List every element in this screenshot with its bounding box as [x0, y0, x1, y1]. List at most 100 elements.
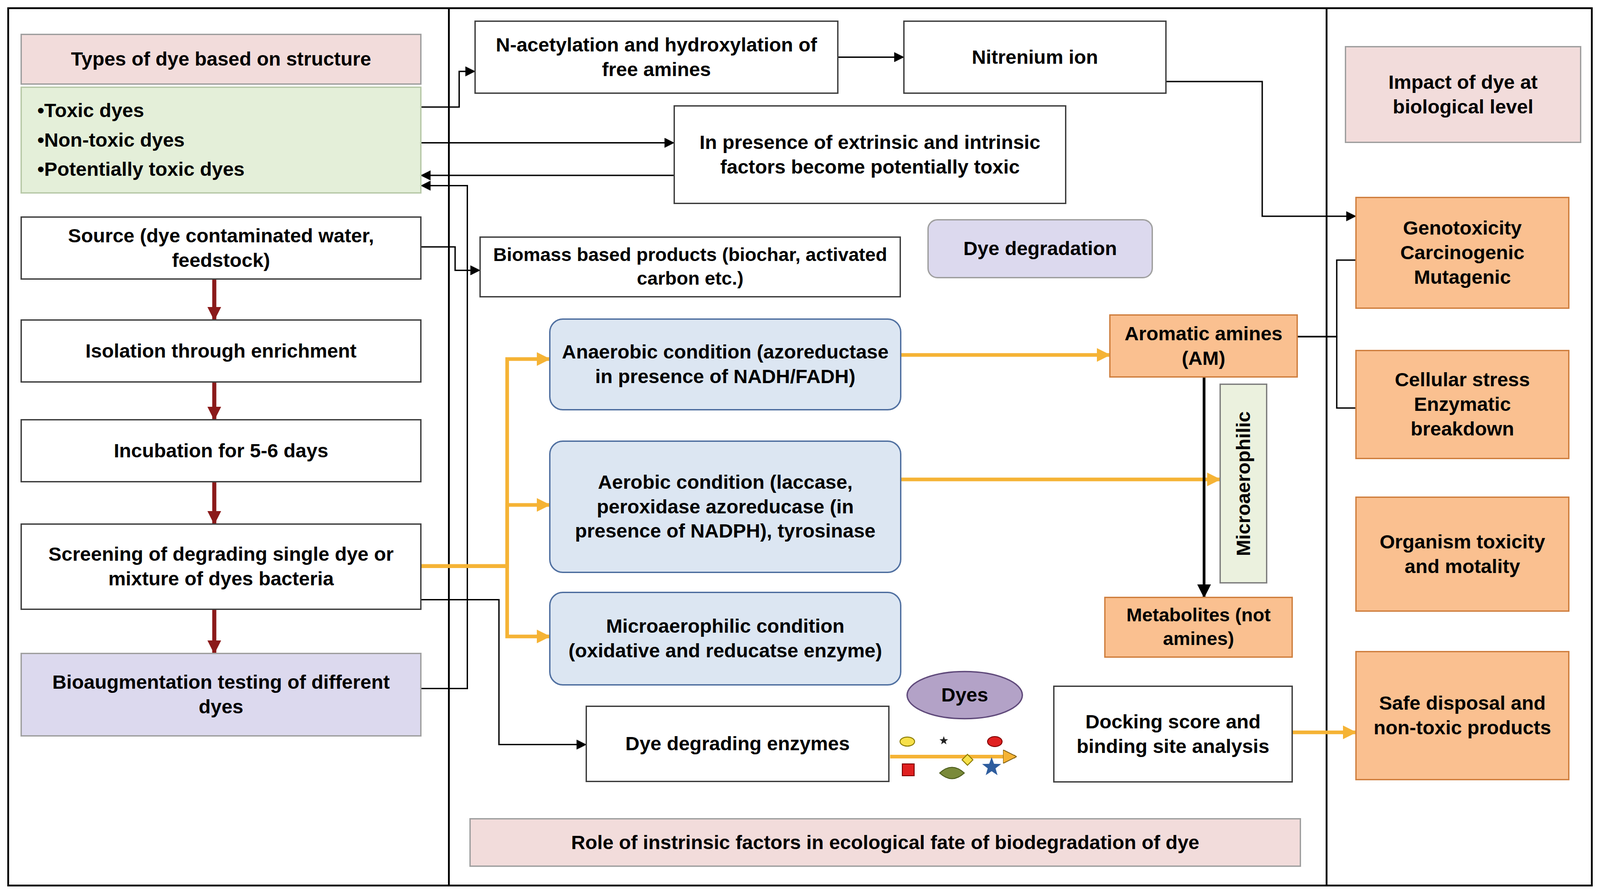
dye-particle	[902, 764, 915, 777]
process-box: N-acetylation and hydroxylation of free …	[474, 20, 839, 94]
node-text: Impact of dye at biological level	[1353, 70, 1573, 120]
text-group: Nitrenium ion	[971, 45, 1098, 70]
header-box: Impact of dye at biological level	[1344, 46, 1582, 144]
text-group: Aerobic condition (laccase, peroxidase a…	[557, 470, 893, 544]
text-group: Microaerophilic condition (oxidative and…	[557, 614, 893, 664]
text-group: In presence of extrinsic and intrinsic f…	[682, 130, 1058, 180]
text-group: Genotoxicity Carcinogenic Mutagenic	[1363, 216, 1561, 290]
node-text: Isolation through enrichment	[85, 339, 357, 364]
process-box: Isolation through enrichment	[20, 319, 422, 383]
connector	[212, 482, 217, 524]
panel-divider	[1325, 8, 1328, 886]
connector	[1166, 81, 1356, 217]
node-text: Incubation for 5-6 days	[113, 438, 329, 464]
text-group: Screening of degrading single dye or mix…	[29, 542, 413, 592]
impact-box: Safe disposal and non-toxic products	[1355, 651, 1570, 781]
condition-box: Microaerophilic condition (oxidative and…	[549, 591, 902, 686]
node-text: In presence of extrinsic and intrinsic f…	[682, 130, 1058, 180]
footer-band: Role of instrinsic factors in ecological…	[469, 818, 1302, 868]
dye-particle	[987, 736, 1003, 747]
node-text: Anaerobic condition (azoreductase in pre…	[557, 339, 893, 390]
process-box: Bioaugmentation testing of different dye…	[20, 653, 422, 737]
text-group: Microaerophilic	[1171, 471, 1317, 497]
node-text: Dyes	[941, 683, 989, 708]
node-text: Role of instrinsic factors in ecological…	[571, 830, 1200, 856]
process-box: Source (dye contaminated water, feedstoc…	[20, 216, 422, 280]
header-box: Types of dye based on structure	[20, 33, 422, 85]
text-group: Role of instrinsic factors in ecological…	[571, 830, 1200, 856]
process-box: In presence of extrinsic and intrinsic f…	[673, 105, 1067, 205]
dye-type-list: •Toxic dyes•Non-toxic dyes•Potentially t…	[20, 86, 422, 194]
connector	[421, 185, 468, 690]
text-group: Safe disposal and non-toxic products	[1363, 691, 1561, 741]
condition-box: Aerobic condition (laccase, peroxidase a…	[549, 440, 902, 574]
connector	[901, 353, 1110, 357]
text-group: Source (dye contaminated water, feedstoc…	[29, 223, 413, 273]
node-text: Dye degrading enzymes	[625, 731, 850, 757]
result-box: Metabolites (not amines)	[1104, 596, 1293, 659]
text-group: Dye degrading enzymes	[625, 731, 850, 757]
text-group: Bioaugmentation testing of different dye…	[29, 670, 413, 720]
node-text: Biomass based products (biochar, activat…	[488, 243, 893, 291]
text-group: Aromatic amines (AM)	[1117, 321, 1290, 371]
text-group: Dyes	[941, 683, 989, 708]
text-group: Isolation through enrichment	[85, 339, 357, 364]
node-text: Cellular stress Enzymatic breakdown	[1363, 367, 1561, 442]
text-group: Organism toxicity and motality	[1363, 529, 1561, 580]
text-group: Anaerobic condition (azoreductase in pre…	[557, 339, 893, 390]
text-group: Types of dye based on structure	[71, 46, 372, 72]
node-text: Docking score and binding site analysis	[1061, 709, 1285, 760]
dye-particle	[900, 737, 915, 747]
process-box: Screening of degrading single dye or mix…	[20, 523, 422, 611]
node-text: Genotoxicity Carcinogenic Mutagenic	[1363, 216, 1561, 290]
connector	[421, 142, 674, 144]
dye-particle	[939, 736, 949, 745]
text-group: N-acetylation and hydroxylation of free …	[483, 32, 830, 83]
node-text: Safe disposal and non-toxic products	[1363, 691, 1561, 741]
dye-particle	[982, 757, 1002, 776]
node-text: •Toxic dyes	[37, 98, 145, 124]
node-text: Aerobic condition (laccase, peroxidase a…	[557, 470, 893, 544]
process-box: Docking score and binding site analysis	[1053, 685, 1293, 783]
node-text: Bioaugmentation testing of different dye…	[29, 670, 413, 720]
connector	[421, 246, 480, 271]
process-box: Dye degrading enzymes	[585, 705, 890, 783]
text-group: Dye degradation	[963, 236, 1117, 262]
connector	[421, 359, 550, 566]
dye-arrow	[890, 755, 1016, 759]
impact-box: Cellular stress Enzymatic breakdown	[1355, 349, 1570, 460]
dye-particle	[939, 767, 965, 780]
connector	[901, 477, 1220, 482]
connector	[1297, 260, 1356, 337]
result-box: Aromatic amines (AM)	[1109, 314, 1298, 378]
node-text: Aromatic amines (AM)	[1117, 321, 1290, 371]
node-text: Nitrenium ion	[971, 45, 1098, 70]
connector	[421, 174, 674, 177]
connector	[212, 382, 217, 420]
node-text: Screening of degrading single dye or mix…	[29, 542, 413, 592]
connector	[421, 71, 475, 108]
connector	[1297, 336, 1356, 409]
connector	[1292, 730, 1356, 735]
node-text: Source (dye contaminated water, feedstoc…	[29, 223, 413, 273]
text-group: •Toxic dyes•Non-toxic dyes•Potentially t…	[37, 93, 413, 187]
connector	[421, 566, 550, 638]
node-text: Microaerophilic	[1231, 411, 1256, 557]
text-group: Metabolites (not amines)	[1112, 603, 1285, 651]
connector	[838, 56, 904, 58]
outer-frame	[8, 8, 1592, 886]
vertical-label-box: Microaerophilic	[1219, 383, 1268, 584]
dye-ellipse: Dyes	[905, 670, 1024, 721]
connector	[421, 504, 550, 566]
text-group: Incubation for 5-6 days	[113, 438, 329, 464]
impact-box: Genotoxicity Carcinogenic Mutagenic	[1355, 196, 1570, 309]
node-text: Microaerophilic condition (oxidative and…	[557, 614, 893, 664]
node-text: Dye degradation	[963, 236, 1117, 262]
text-group: Impact of dye at biological level	[1353, 70, 1573, 120]
connector	[212, 279, 217, 320]
node-text: •Potentially toxic dyes	[37, 157, 245, 182]
process-box: Biomass based products (biochar, activat…	[479, 236, 901, 298]
ellipse-shape	[907, 671, 1023, 719]
